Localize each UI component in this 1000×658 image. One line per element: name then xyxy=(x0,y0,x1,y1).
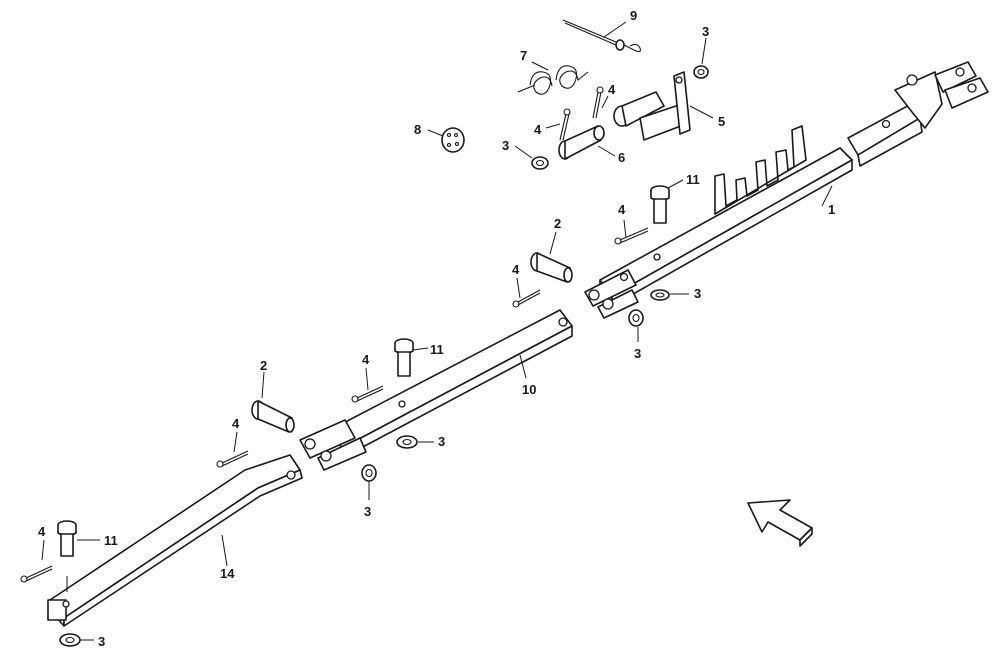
callout-11: 11 xyxy=(686,172,700,187)
callout-4: 4 xyxy=(512,262,520,277)
pin-part-2-upper xyxy=(530,252,573,283)
callout-3: 3 xyxy=(438,434,445,449)
callout-4: 4 xyxy=(232,416,240,431)
callout-4: 4 xyxy=(618,202,626,217)
disc-part-8 xyxy=(441,127,465,153)
callout-labels: 9 3 7 4 5 4 8 3 6 11 1 4 2 4 3 3 4 11 10… xyxy=(38,8,835,649)
callout-4: 4 xyxy=(608,82,616,97)
callout-9: 9 xyxy=(630,8,637,23)
callout-1: 1 xyxy=(828,202,835,217)
direction-arrow-icon xyxy=(747,499,813,547)
callout-3: 3 xyxy=(98,634,105,649)
shaft-part-6 xyxy=(558,125,605,160)
callout-4: 4 xyxy=(362,352,370,367)
cable-part-9 xyxy=(562,19,641,53)
callout-8: 8 xyxy=(414,122,421,137)
washer-part-3 xyxy=(59,65,709,647)
callout-5: 5 xyxy=(718,114,725,129)
drawbar-front-part-14 xyxy=(47,454,303,627)
pin-part-11-middle xyxy=(394,338,414,377)
pin-part-11-upper xyxy=(650,185,670,224)
callout-6: 6 xyxy=(618,150,625,165)
callout-3: 3 xyxy=(364,504,371,519)
callout-7: 7 xyxy=(520,48,527,63)
callout-11: 11 xyxy=(104,533,118,548)
lever-part-5 xyxy=(613,71,691,141)
pin-part-11-lower xyxy=(57,520,77,557)
callout-4: 4 xyxy=(534,122,542,137)
callout-2: 2 xyxy=(260,358,267,373)
callout-11: 11 xyxy=(430,342,444,357)
leader-lines xyxy=(41,21,833,641)
callout-2: 2 xyxy=(554,216,561,231)
callout-3: 3 xyxy=(694,286,701,301)
drawbar-main-part-1 xyxy=(584,61,989,319)
callout-4: 4 xyxy=(38,524,46,539)
cotter-pin-part-4 xyxy=(20,86,649,583)
callout-3: 3 xyxy=(502,138,509,153)
callout-3: 3 xyxy=(634,346,641,361)
callout-10: 10 xyxy=(522,382,536,397)
drawbar-middle-part-10 xyxy=(299,309,573,471)
callout-3: 3 xyxy=(702,24,709,39)
pin-part-2-lower xyxy=(251,400,295,433)
spring-part-7 xyxy=(517,65,589,95)
callout-14: 14 xyxy=(220,566,235,581)
